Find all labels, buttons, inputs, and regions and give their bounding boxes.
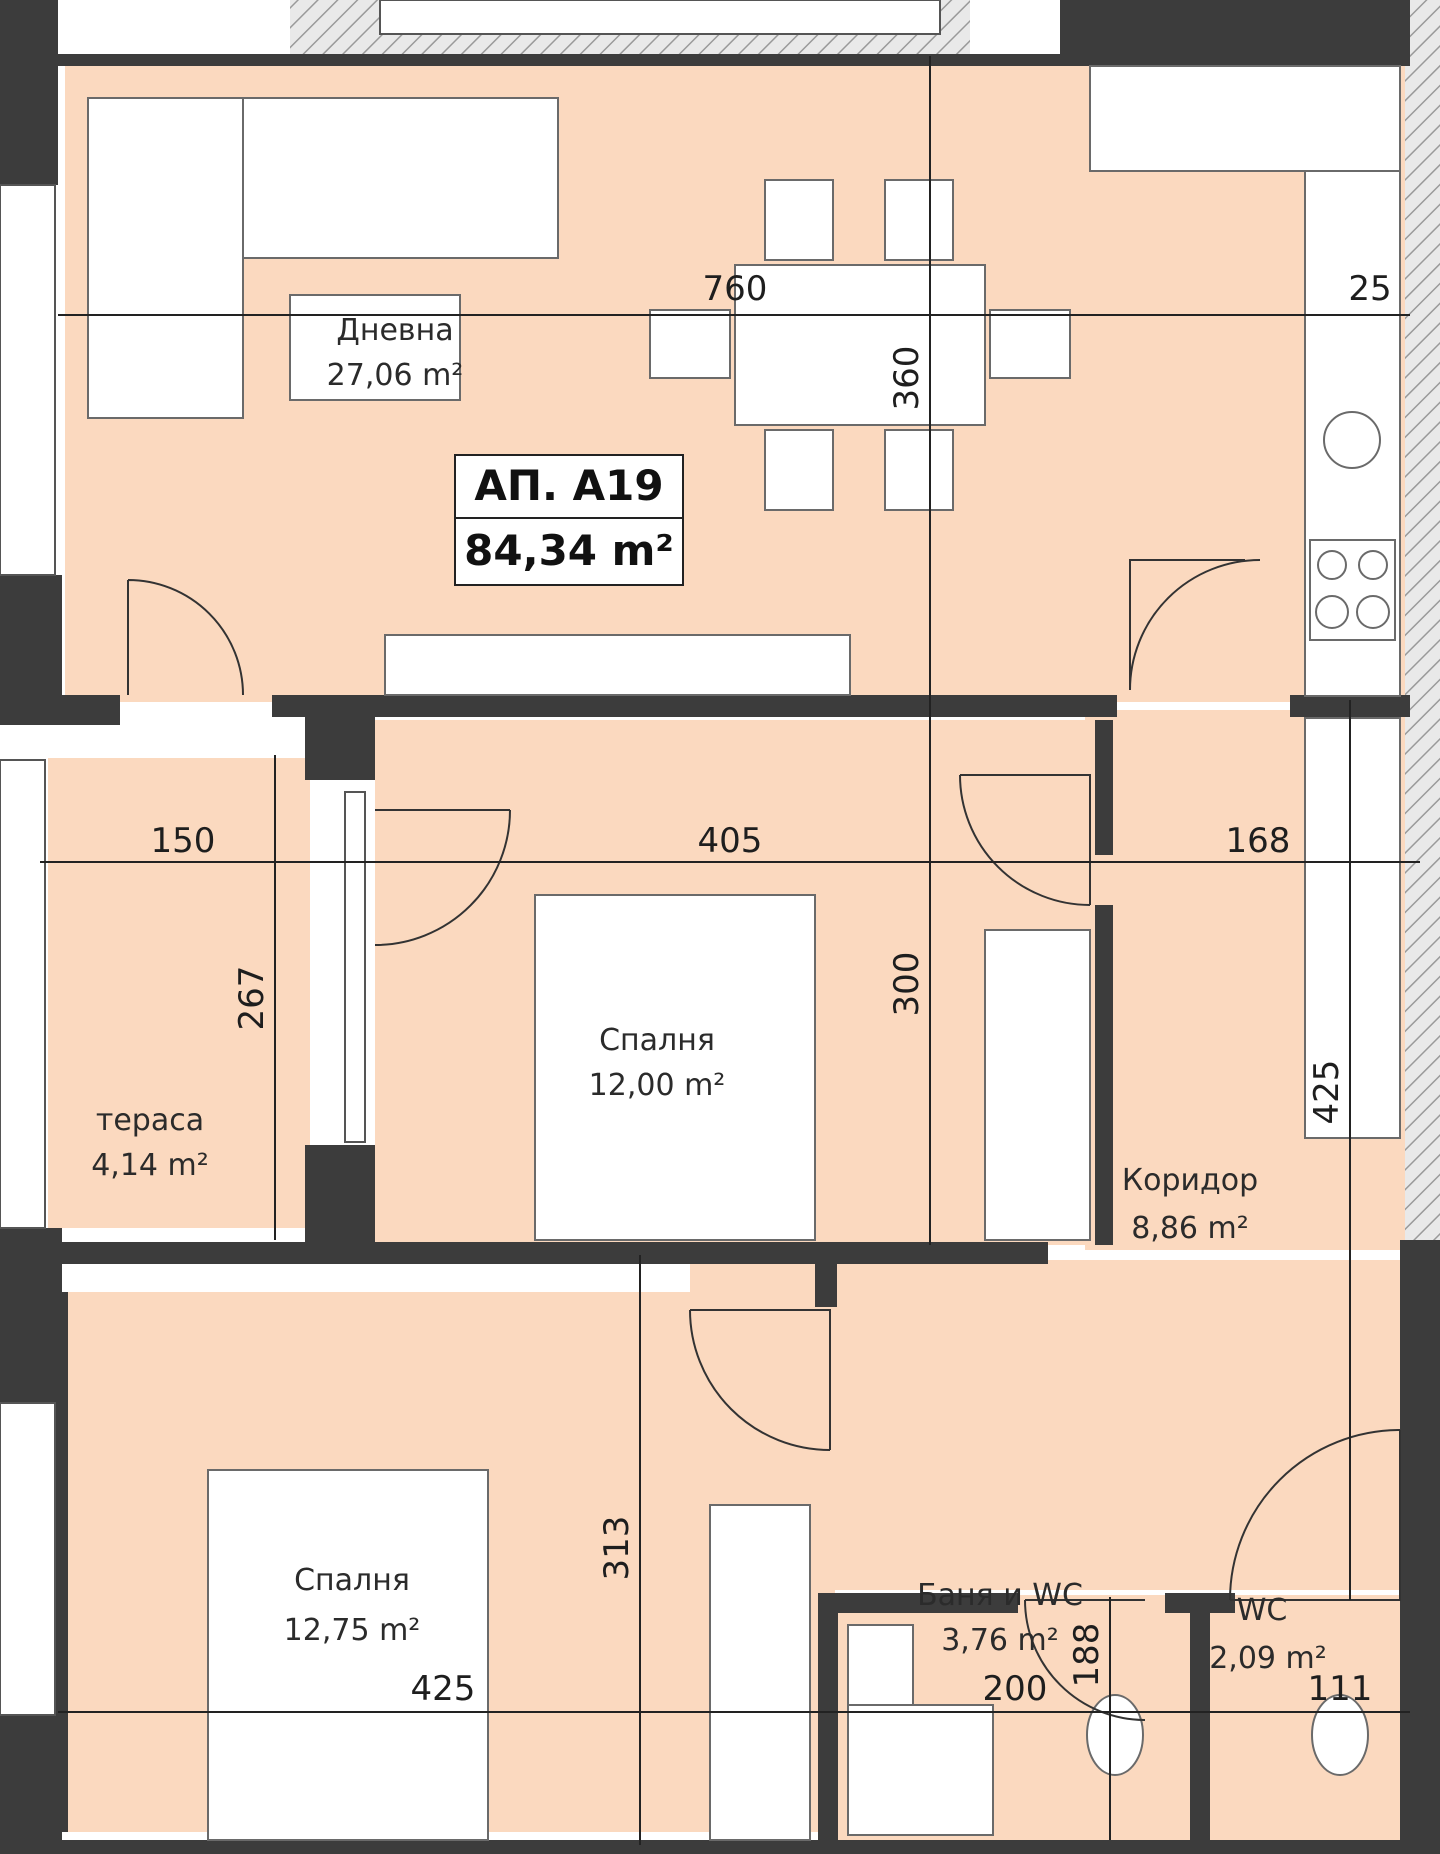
door-living-corridor — [1129, 559, 1261, 691]
wall-bed1-bottom-stub — [815, 1262, 837, 1307]
corridor-wardrobe — [1304, 717, 1401, 1139]
wall-bath-right — [1190, 1595, 1210, 1854]
dining-chair-2 — [884, 179, 954, 261]
kitchen-counter-side — [1304, 170, 1401, 697]
kitchen-counter-top — [1089, 65, 1401, 172]
bath-sink — [847, 1624, 914, 1716]
wall-left-mid — [0, 575, 62, 695]
shower — [847, 1704, 994, 1836]
living-room-area: 27,06 m² — [327, 358, 464, 393]
cooktop — [1309, 539, 1396, 641]
bedroom1-area: 12,00 m² — [589, 1068, 726, 1103]
terrace-name: тераса — [96, 1103, 204, 1138]
dining-table — [734, 264, 986, 426]
wc-area: 2,09 m² — [1209, 1641, 1327, 1676]
wall-left-terrace-top — [0, 695, 120, 725]
doors — [127, 559, 1401, 1721]
dim-corridor-depth: 425 — [1307, 1060, 1347, 1125]
dim-bedroom2-width: 425 — [411, 1669, 476, 1709]
wall-bed1-right-lower — [1095, 905, 1113, 1245]
burner-2 — [1358, 550, 1388, 580]
wall-bed1-bottom — [48, 1242, 1048, 1264]
wall-right-lower — [1400, 1240, 1440, 1854]
wall-bed1-top — [272, 695, 1117, 717]
wall-top-left-pier — [0, 0, 58, 185]
door-terrace — [127, 579, 244, 696]
wall-bed1-right — [1095, 720, 1113, 855]
window-bed2-left — [0, 1402, 56, 1716]
kitchen-appliances — [1309, 411, 1396, 641]
door-bath — [1024, 1599, 1146, 1721]
furniture — [87, 65, 1401, 1841]
wc-name: WC — [1237, 1593, 1288, 1628]
bedroom2-area: 12,75 m² — [284, 1613, 421, 1648]
wall-top-right-pier — [1060, 0, 1410, 66]
wall-bath-top — [818, 1593, 1018, 1613]
dim-bedroom2-depth: 313 — [597, 1516, 637, 1581]
bed1 — [534, 894, 816, 1241]
dim-bedroom1-depth: 300 — [887, 952, 927, 1017]
door-bedroom2 — [689, 1309, 831, 1451]
dim-corridor-width: 168 — [1226, 821, 1291, 861]
bathroom-name: Баня и WC — [917, 1578, 1083, 1613]
dim-living-depth: 360 — [887, 346, 927, 411]
window-terrace-door — [344, 791, 366, 1143]
bathroom-area: 3,76 m² — [941, 1623, 1059, 1658]
toilet-wc — [1311, 1694, 1369, 1776]
tv-unit — [384, 634, 851, 696]
dining-chair-5 — [649, 309, 731, 379]
dining-chair-6 — [989, 309, 1071, 379]
toilet-bath — [1086, 1694, 1144, 1776]
wall-bottom — [48, 1840, 1408, 1854]
kitchen-sink — [1323, 411, 1381, 469]
wardrobe-bed2 — [709, 1504, 811, 1841]
dimension-lines — [40, 56, 1420, 1845]
dim-bathroom-depth: 188 — [1067, 1623, 1107, 1688]
dim-wc-width: 111 — [1308, 1669, 1373, 1709]
terrace-area: 4,14 m² — [91, 1148, 209, 1183]
apartment-title-box — [454, 454, 684, 586]
apartment-code: АП. А19 — [474, 461, 663, 510]
dining-chair-3 — [764, 429, 834, 511]
corridor-name: Коридор — [1122, 1163, 1258, 1198]
top-window — [379, 0, 941, 35]
door-terrace-balcony — [374, 809, 511, 946]
living-room-name: Дневна — [336, 313, 453, 348]
wall-wc-top — [1165, 1593, 1235, 1613]
dining-chair-4 — [884, 429, 954, 511]
apartment-total-area: 84,34 m² — [464, 526, 674, 575]
dim-living-right: 25 — [1348, 269, 1391, 309]
window-living-left — [0, 184, 56, 576]
bedroom2-name: Спалня — [294, 1563, 410, 1598]
dim-living-width: 760 — [703, 269, 768, 309]
coffee-table — [289, 294, 461, 401]
dim-terrace-depth: 267 — [232, 966, 272, 1031]
wc-floor — [1208, 1595, 1400, 1840]
bed2 — [207, 1469, 489, 1841]
bedroom1-name: Спалня — [599, 1023, 715, 1058]
sofa-chaise — [87, 97, 244, 419]
window-terrace-left — [0, 759, 46, 1229]
wardrobe-bed1 — [984, 929, 1091, 1241]
burner-3 — [1315, 595, 1349, 629]
dining-chair-1 — [764, 179, 834, 261]
burner-1 — [1317, 550, 1347, 580]
wall-terrace-right-lower — [305, 1145, 375, 1250]
terrace-floor — [48, 758, 310, 1228]
burner-4 — [1356, 595, 1390, 629]
dim-terrace-width: 150 — [151, 821, 216, 861]
dim-bathroom-width: 200 — [983, 1669, 1048, 1709]
dim-bedroom1-width: 405 — [698, 821, 763, 861]
wall-bath-left — [818, 1595, 838, 1854]
door-wc — [1229, 1429, 1401, 1601]
corridor-area: 8,86 m² — [1131, 1211, 1249, 1246]
